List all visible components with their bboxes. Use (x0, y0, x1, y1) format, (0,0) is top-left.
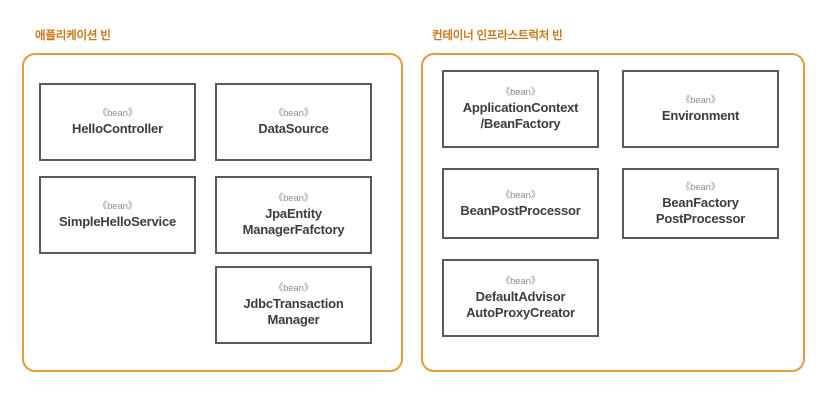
bean-box-jpa-entity-manager-factory[interactable]: 《bean》 JpaEntity ManagerFafctory (215, 176, 372, 254)
bean-name: SimpleHelloService (58, 214, 177, 229)
bean-name: HelloController (72, 121, 163, 136)
bean-box-bean-post-processor[interactable]: 《bean》 BeanPostProcessor (442, 168, 599, 239)
bean-stereotype: 《bean》 (273, 283, 314, 294)
bean-name: DefaultAdvisor AutoProxyCreator (466, 289, 575, 320)
bean-name: JpaEntity ManagerFafctory (242, 206, 345, 237)
bean-box-bean-factory-post-processor[interactable]: 《bean》 BeanFactory PostProcessor (622, 168, 779, 239)
bean-box-application-context[interactable]: 《bean》 ApplicationContext /BeanFactory (442, 70, 599, 148)
bean-stereotype: 《bean》 (680, 95, 721, 106)
bean-stereotype: 《bean》 (273, 108, 314, 119)
bean-name: ApplicationContext /BeanFactory (462, 100, 579, 131)
group-panel-application-beans: 《bean》 HelloController 《bean》 DataSource… (22, 53, 403, 372)
bean-name: BeanPostProcessor (460, 202, 581, 218)
bean-name: BeanFactory PostProcessor (655, 194, 746, 226)
group-label-application-beans: 애플리케이션 빈 (35, 30, 111, 42)
bean-stereotype: 《bean》 (680, 181, 721, 193)
bean-stereotype: 《bean》 (273, 193, 314, 204)
bean-stereotype: 《bean》 (500, 189, 541, 201)
bean-box-simple-hello-service[interactable]: 《bean》 SimpleHelloService (39, 176, 196, 254)
bean-box-hello-controller[interactable]: 《bean》 HelloController (39, 83, 196, 161)
bean-name: JdbcTransaction Manager (243, 296, 344, 327)
bean-box-default-advisor-auto-proxy-creator[interactable]: 《bean》 DefaultAdvisor AutoProxyCreator (442, 259, 599, 337)
bean-stereotype: 《bean》 (500, 87, 541, 98)
bean-box-data-source[interactable]: 《bean》 DataSource (215, 83, 372, 161)
group-label-container-infrastructure-beans: 컨테이너 인프라스트럭처 빈 (432, 30, 563, 42)
bean-name: Environment (661, 108, 740, 123)
bean-name: DataSource (258, 121, 329, 136)
bean-box-jdbc-transaction-manager[interactable]: 《bean》 JdbcTransaction Manager (215, 266, 372, 344)
bean-stereotype: 《bean》 (97, 108, 138, 119)
group-panel-container-infrastructure-beans: 《bean》 ApplicationContext /BeanFactory 《… (421, 53, 805, 372)
bean-stereotype: 《bean》 (500, 276, 541, 287)
bean-box-environment[interactable]: 《bean》 Environment (622, 70, 779, 148)
bean-stereotype: 《bean》 (97, 201, 138, 212)
